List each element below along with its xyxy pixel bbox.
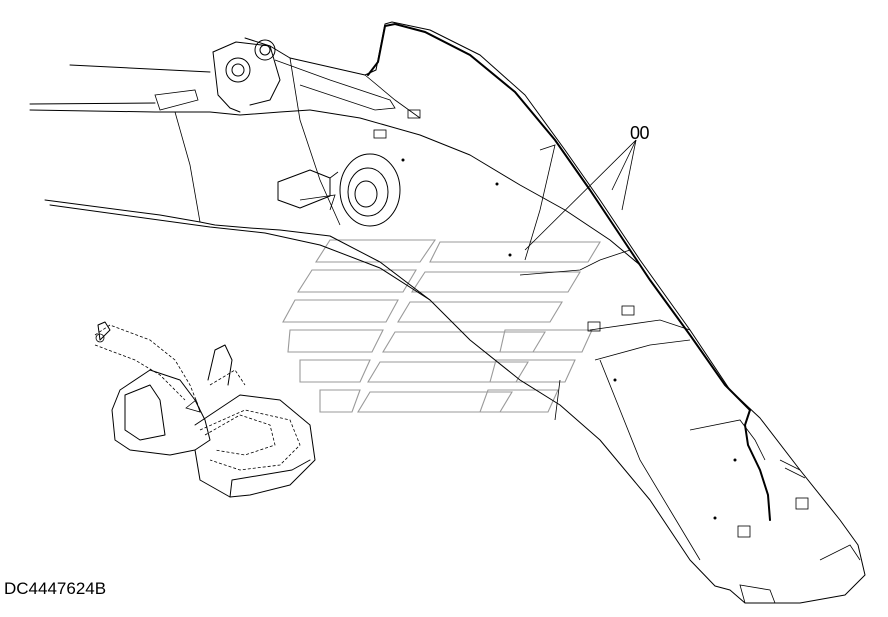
wire-harness — [367, 22, 771, 521]
callout-leaders — [524, 139, 637, 251]
drawing-code: DC4447624B — [4, 579, 107, 598]
callout-label: 00 — [630, 123, 650, 143]
boom-outline — [29, 21, 866, 604]
excavator-thumbnail — [94, 321, 316, 498]
watermark-logo — [282, 239, 601, 413]
